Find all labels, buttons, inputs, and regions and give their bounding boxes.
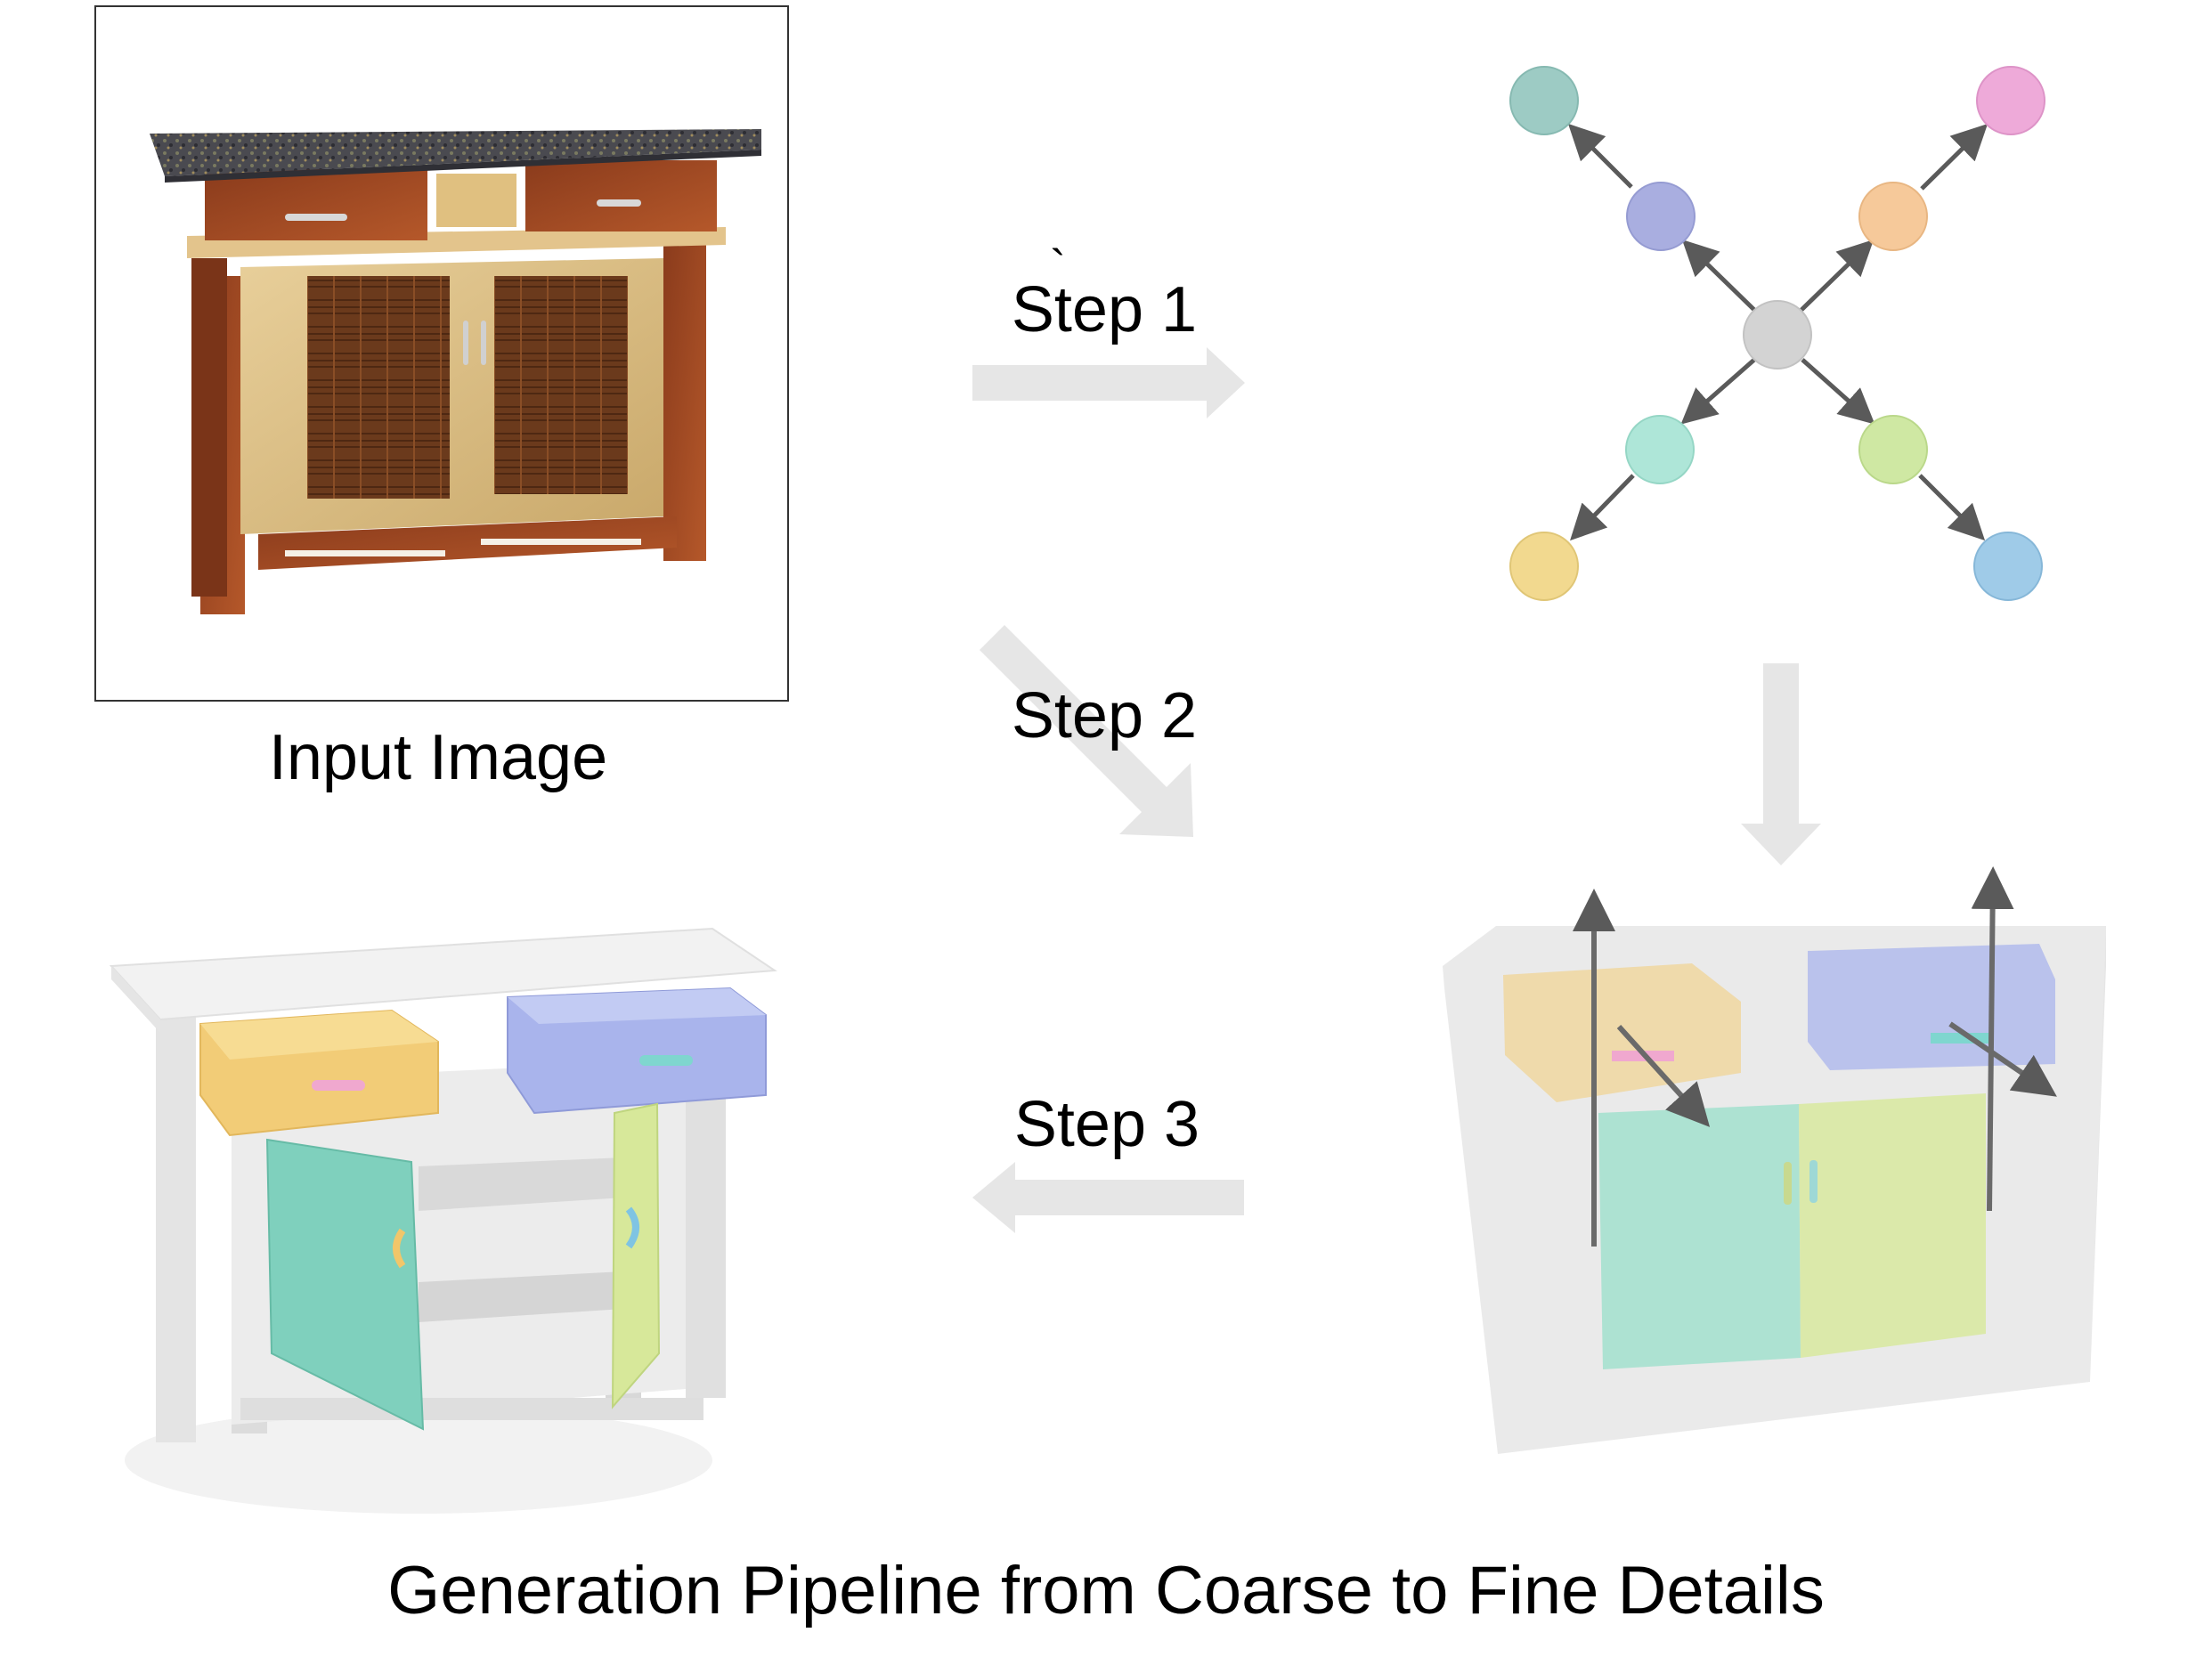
node-center (1743, 300, 1812, 370)
bounding-box-layout (1443, 866, 2106, 1454)
node-downright-2 (1973, 532, 2043, 601)
node-upleft-1 (1626, 182, 1696, 251)
edge-upleft-outer (1567, 123, 1633, 189)
node-downleft-1 (1625, 415, 1695, 484)
edge-downleft-outer (1570, 474, 1635, 541)
edge-center-downright (1801, 358, 1875, 425)
right-drawer-axis-slide (1948, 1021, 2057, 1097)
step2-label: Step 2 (1012, 680, 1197, 751)
input-image (94, 5, 789, 702)
node-downright-1 (1858, 415, 1928, 484)
step1-arrow (972, 347, 1245, 418)
left-door-handle (393, 1228, 406, 1269)
node-upright-2 (1976, 66, 2045, 135)
step2-arrow (980, 625, 1193, 837)
step1-accent-mark: ` (1050, 240, 1066, 294)
diagram-caption: Generation Pipeline from Coarse to Fine … (387, 1553, 1825, 1628)
right-door (611, 1102, 661, 1409)
right-door-handle (625, 1206, 639, 1249)
generated-cabinet (109, 927, 777, 1514)
left-door (265, 1138, 425, 1431)
edge-upright-outer (1920, 123, 1988, 191)
step1-label: Step 1 (1012, 274, 1197, 345)
input-image-label: Input Image (269, 722, 607, 793)
edge-center-upright (1800, 240, 1875, 312)
tabletop (109, 927, 777, 1021)
left-drawer-axis-slide (1616, 1024, 1711, 1127)
edge-downright-outer (1918, 474, 1986, 541)
right-door-box (1799, 1093, 1986, 1358)
node-upleft-2 (1509, 66, 1579, 135)
down-arrow (1741, 663, 1821, 865)
node-upright-1 (1858, 182, 1928, 251)
left-drawer-handle-3d (312, 1080, 365, 1091)
edge-center-downleft (1680, 358, 1756, 425)
step3-label: Step 3 (1014, 1089, 1200, 1160)
right-drawer-axis-vertical (1971, 866, 2014, 1212)
edge-center-upleft (1681, 240, 1756, 312)
left-door-box (1598, 1104, 1801, 1369)
wooden-cabinet-photo (150, 129, 761, 614)
graph-edges (1567, 123, 1988, 541)
articulation-graph (1509, 66, 2045, 601)
node-downleft-2 (1509, 532, 1579, 601)
right-drawer-box (1808, 944, 2055, 1070)
step3-arrow (972, 1162, 1244, 1233)
right-drawer-handle-3d (639, 1055, 693, 1066)
